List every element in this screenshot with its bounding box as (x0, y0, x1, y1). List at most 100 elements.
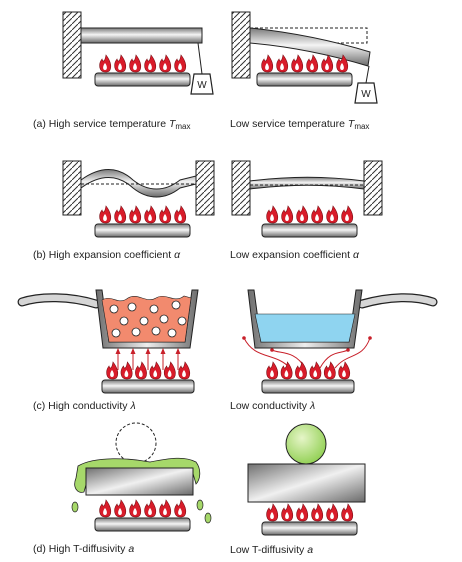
burner-c-right (261, 361, 355, 394)
flame-core (265, 63, 269, 70)
flame-core (342, 370, 346, 377)
flame-core (330, 214, 334, 221)
string-a-right (365, 65, 370, 84)
bubble (159, 314, 169, 324)
flame-core (178, 214, 182, 221)
rod-b-right (249, 176, 365, 190)
burner-plate (261, 379, 355, 394)
beam-a-right-sagging (249, 27, 371, 67)
flame-core (133, 214, 137, 221)
wall-b-left-2 (195, 160, 215, 216)
flame-core (345, 512, 349, 519)
flame-core (148, 63, 152, 70)
flame-core (325, 63, 329, 70)
deflected-heat-arrow-head (346, 348, 350, 352)
beam-a-left (80, 27, 203, 44)
wall-a-right (231, 11, 251, 79)
flame-core (270, 370, 274, 377)
heat-arrow-head (145, 348, 151, 354)
flame-core (118, 214, 122, 221)
weight-label: W (361, 89, 371, 100)
drip (204, 512, 212, 524)
wall-b-left-1 (62, 160, 82, 216)
flame-core (167, 370, 172, 377)
heat-arrow-head (160, 348, 166, 354)
bubble (127, 302, 137, 312)
deflected-heat-arrow (243, 337, 291, 369)
weight-a-right: W (354, 82, 378, 104)
caption-b-right: Low expansion coefficient α (230, 249, 360, 261)
flame-core (153, 370, 158, 377)
deflected-heat-arrow (334, 337, 371, 369)
pan-c-right-handle (358, 294, 437, 308)
flame-core (178, 63, 182, 70)
burner-c-left (101, 361, 195, 394)
burner-plate (101, 379, 195, 394)
flame-core (182, 370, 186, 377)
rod-b-left-buckled (80, 169, 197, 198)
caption-d-left: (d) High T-diffusivity a (33, 543, 134, 555)
burner-d-right (261, 503, 358, 536)
flame-core (315, 512, 319, 519)
burner-a-left (94, 54, 191, 87)
burner-plate (256, 72, 353, 87)
burner-d-left (94, 499, 191, 532)
flame-core (345, 214, 349, 221)
flame-core (285, 214, 289, 221)
flame-core (313, 370, 318, 377)
flame-core (163, 214, 167, 221)
flame-core (295, 63, 299, 70)
flame-core (133, 508, 137, 515)
flame-core (330, 512, 334, 519)
bubble (109, 304, 119, 314)
caption-c-left: (c) High conductivity λ (33, 400, 136, 412)
flame-core (270, 214, 274, 221)
wall-b-right-1 (231, 160, 251, 216)
bubble (111, 328, 121, 338)
flame-core (300, 512, 304, 519)
bubble (151, 326, 161, 336)
burner-plate (94, 517, 191, 532)
bubble (171, 300, 181, 310)
flame-core (148, 508, 152, 515)
melted-ball-outline (115, 422, 157, 464)
caption-a-right: Low service temperature Tmax (230, 118, 369, 131)
pan-c-left-handle (18, 294, 100, 308)
flame-core (315, 214, 319, 221)
block-d-right (247, 463, 366, 503)
flame-core (270, 512, 274, 519)
flame-core (284, 370, 289, 377)
melted-blob (74, 457, 201, 493)
flame-core (280, 63, 284, 70)
burner-plate (94, 72, 191, 87)
bubble (149, 304, 159, 314)
flame-core (327, 370, 332, 377)
burner-plate (94, 223, 191, 238)
wall-a-left (62, 11, 82, 79)
burner-b-left (94, 205, 191, 238)
flame-core (340, 63, 344, 70)
weight-label: W (197, 80, 207, 91)
flame-core (300, 214, 304, 221)
flame-core (110, 370, 114, 377)
deflected-heat-arrow (319, 349, 349, 369)
string-a-left (197, 42, 203, 75)
bubble (177, 316, 187, 326)
caption-c-right: Low conductivity λ (230, 400, 315, 412)
flame-core (178, 508, 182, 515)
caption-d-right: Low T-diffusivity a (230, 544, 313, 556)
weight-body (190, 73, 214, 95)
bubble (119, 316, 129, 326)
deflected-heat-arrow-head (270, 348, 274, 352)
intact-ball (285, 423, 327, 465)
flame-core (298, 370, 303, 377)
block-d-left (85, 467, 194, 496)
deflected-heat-arrow-head (368, 336, 372, 340)
heat-arrow-head (175, 348, 181, 354)
drip (196, 499, 204, 511)
caption-b-left: (b) High expansion coefficient α (33, 249, 181, 261)
heat-arrow-head (130, 348, 136, 354)
flame-core (138, 370, 143, 377)
weight-a-left: W (190, 73, 214, 95)
